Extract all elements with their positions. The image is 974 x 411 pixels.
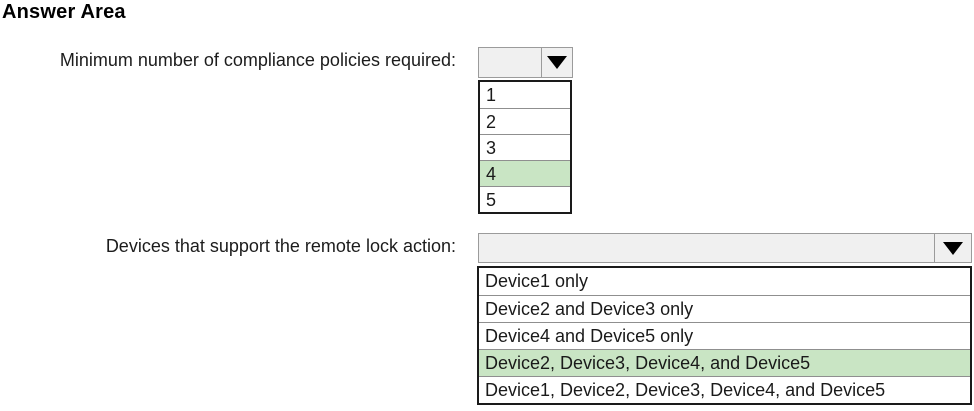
dropdown-options-list-compliance-policies: 1 2 3 4 5 xyxy=(478,80,572,214)
dropdown-option[interactable]: 4 xyxy=(480,160,570,186)
dropdown-selected-value xyxy=(479,234,934,262)
dropdown-option[interactable]: Device2 and Device3 only xyxy=(479,295,970,322)
question-label-compliance-policies: Minimum number of compliance policies re… xyxy=(59,50,456,70)
chevron-down-icon xyxy=(547,56,567,69)
dropdown-arrow-button[interactable] xyxy=(934,234,971,262)
dropdown-option[interactable]: 2 xyxy=(480,108,570,134)
dropdown-option[interactable]: 1 xyxy=(486,85,497,105)
dropdown-arrow-button[interactable] xyxy=(541,48,572,77)
dropdown-option[interactable]: Device2, Device3, Device4, and Device5 xyxy=(479,349,970,376)
dropdown-option[interactable]: Device4 and Device5 only xyxy=(479,322,970,349)
dropdown-selected-value xyxy=(479,48,541,77)
question-label-remote-lock: Devices that support the remote lock act… xyxy=(105,236,456,256)
chevron-down-icon xyxy=(943,241,963,255)
dropdown-option[interactable]: 3 xyxy=(480,134,570,160)
dropdown-select-compliance-policies[interactable] xyxy=(478,47,573,78)
page-title: Answer Area xyxy=(2,1,126,23)
dropdown-option[interactable]: Device1 only xyxy=(485,271,589,291)
dropdown-options-list-remote-lock: Device1 only Device2 and Device3 only De… xyxy=(477,266,972,405)
dropdown-option[interactable]: Device1, Device2, Device3, Device4, and … xyxy=(479,376,970,403)
dropdown-option[interactable]: 5 xyxy=(480,186,570,212)
dropdown-select-remote-lock[interactable] xyxy=(478,233,972,263)
